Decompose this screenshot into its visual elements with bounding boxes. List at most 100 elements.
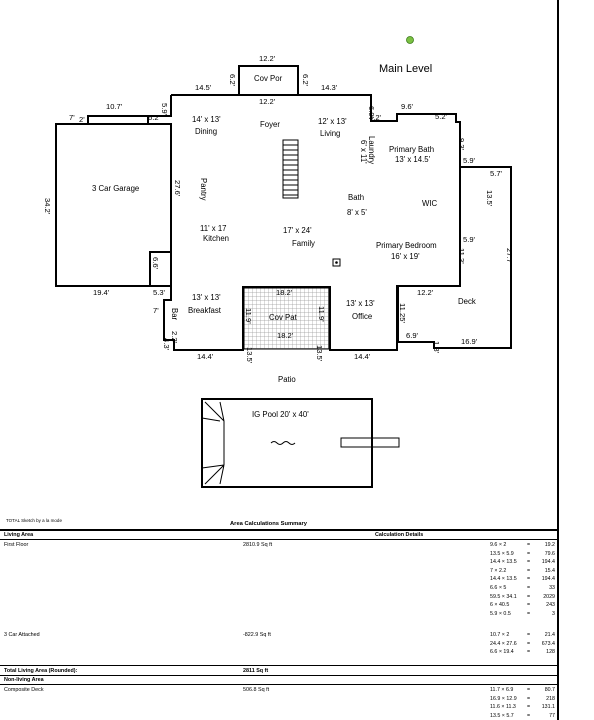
deck-label: Deck — [458, 297, 476, 306]
dim-9-3: 9.3' — [457, 138, 466, 151]
floor-plan: Main Level 3 Car Garage 14' x 13' Dining… — [6, 36, 514, 523]
calc-equals: = — [527, 550, 531, 557]
nonliving-rule — [0, 684, 558, 685]
dim-16-9: 16.9' — [461, 337, 478, 346]
family-dims: 17' x 24' — [283, 226, 312, 235]
fireplace-icon — [332, 258, 341, 267]
office-label: Office — [352, 312, 372, 321]
calc-equals: = — [527, 649, 531, 656]
dim-2-2: 2.2' — [170, 331, 179, 344]
dim-14-5: 14.5' — [195, 83, 212, 92]
dim-5-3: 5.3' — [153, 288, 166, 297]
covered-patio-outline — [243, 287, 330, 350]
wic-label: WIC — [422, 199, 438, 208]
dim-12-2: 12.2' — [417, 288, 434, 297]
dim-14-4b: 14.4' — [354, 352, 371, 361]
dim-covpor-top: 12.2' — [259, 54, 276, 63]
calc-equals: = — [527, 640, 531, 647]
cov-pat-label: Cov Pat — [269, 313, 298, 322]
primary-bedroom-label: Primary Bedroom — [376, 241, 437, 250]
dim-covpor-right: 6.2' — [301, 74, 310, 87]
calc-expression: 9.6 × 2 — [490, 542, 507, 548]
calc-result: 194.4 — [541, 559, 555, 566]
calc-result: 15.4 — [544, 567, 555, 574]
dim-11-9b: 11.9' — [317, 306, 326, 322]
calc-result: 3 — [552, 610, 555, 617]
calc-expression: 6.6 × 19.4 — [490, 649, 514, 656]
calc-expression: 14.4 × 13.5 — [490, 559, 517, 566]
primary-bedroom-dims: 16' x 19' — [391, 252, 420, 261]
dining-dims: 14' x 13' — [192, 115, 221, 124]
first-floor-area: 2810.9 Sq ft — [243, 542, 273, 548]
calc-result: 19.2 — [544, 542, 555, 548]
fireplace-dot-icon — [335, 261, 338, 264]
dim-34-2: 34.2' — [43, 198, 52, 215]
calc-expression: 7 × 2.2 — [490, 567, 507, 574]
plan-title: Main Level — [379, 63, 432, 75]
calc-expression: 5.9 × 0.5 — [490, 610, 511, 617]
summary-top-rule — [0, 529, 558, 531]
bar-label: Bar — [170, 308, 179, 321]
calc-expression: 24.4 × 27.6 — [490, 640, 517, 647]
calc-result: 243 — [546, 602, 555, 609]
pool-label: IG Pool 20' x 40' — [252, 410, 309, 419]
dim-14-3: 14.3' — [321, 83, 338, 92]
diving-board-icon — [340, 437, 400, 448]
cov-por-label: Cov Por — [254, 74, 283, 83]
dim-5-9b: 5.9' — [463, 156, 476, 165]
covered-patio-area — [244, 288, 329, 349]
primary-bath-label: Primary Bath — [389, 145, 434, 154]
dim-18-2a: 18.2' — [276, 288, 293, 297]
family-label: Family — [292, 239, 315, 248]
kitchen-dims: 11' x 17 — [200, 224, 227, 233]
dim-13-5c: 13.5' — [315, 345, 324, 362]
calc-result: 33 — [549, 585, 555, 591]
calc-expression: 6.6 × 5 — [490, 585, 507, 591]
calc-expression: 14.4 × 13.5 — [490, 576, 517, 583]
total-living-value: 2811 Sq ft — [243, 668, 269, 674]
calc-equals: = — [527, 610, 531, 617]
calc-expression: 13.5 × 5.7 — [490, 712, 514, 719]
calc-equals: = — [527, 632, 531, 638]
dim-5-9c: 5.9' — [463, 235, 476, 244]
calc-expression: 10.7 × 2 — [490, 632, 510, 638]
composite-deck-area: 506.8 Sq ft — [243, 687, 270, 693]
house-outline — [163, 65, 512, 351]
living-header-rule — [0, 539, 558, 540]
primary-bath-dims: 13' x 14.5' — [395, 155, 431, 164]
calc-result: 128 — [546, 649, 555, 656]
calc-expression: 16.9 × 12.9 — [490, 695, 517, 702]
total-rule — [0, 665, 558, 666]
calc-result: 79.6 — [544, 550, 555, 557]
calc-result: 218 — [546, 695, 555, 702]
foyer-label: Foyer — [260, 120, 280, 129]
dim-6-9b: 6.9' — [406, 331, 419, 340]
north-marker-icon — [406, 36, 414, 44]
calc-equals: = — [527, 559, 531, 566]
breakfast-dims: 13' x 13' — [192, 293, 221, 302]
garage-area: -822.9 Sq ft — [243, 632, 271, 638]
dim-11-3: 11.3' — [457, 248, 466, 264]
composite-deck-label: Composite Deck — [4, 687, 44, 693]
dim-covpor-bottom: 12.2' — [259, 97, 276, 106]
report-sheet: Main Level 3 Car Garage 14' x 13' Dining… — [0, 36, 558, 720]
page-right-border — [557, 0, 559, 720]
first-floor-label: First Floor — [4, 542, 29, 548]
nonliving-header: Non-living Area — [4, 677, 44, 683]
dining-label: Dining — [195, 127, 217, 136]
garage-right-jog — [147, 95, 172, 124]
kitchen-label: Kitchen — [203, 234, 229, 243]
calc-result: 673.4 — [541, 640, 555, 647]
area-summary: Area Calculations Summary Living Area Ca… — [0, 521, 558, 720]
calculation-details-header: Calculation Details — [375, 532, 424, 538]
calc-equals: = — [527, 687, 531, 693]
laundry-label: Laundry — [367, 136, 376, 164]
calc-equals: = — [527, 602, 531, 609]
dim-9-6: 9.6' — [401, 102, 414, 111]
calc-expression: 11.7 × 6.9 — [490, 687, 514, 693]
calc-equals: = — [527, 542, 531, 548]
calc-equals: = — [527, 593, 531, 600]
dim-5-9a: 5.9' — [160, 103, 169, 116]
dim-5-7: 5.7' — [490, 169, 503, 178]
breakfast-label: Breakfast — [188, 306, 222, 315]
